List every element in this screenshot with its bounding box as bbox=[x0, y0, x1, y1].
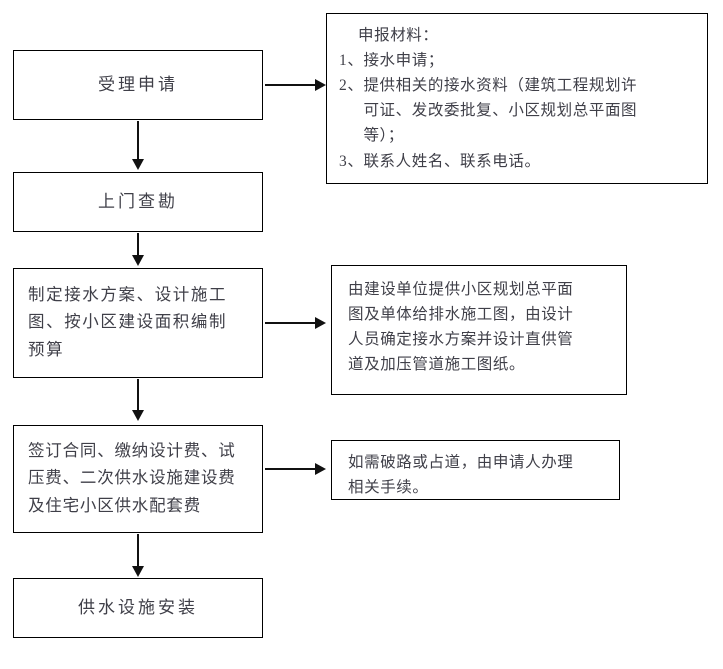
note-title: 申报材料： bbox=[358, 27, 439, 44]
note-item-line: 等）； bbox=[363, 127, 405, 145]
note-item-line: 联系人姓名、联系电话。 bbox=[363, 152, 541, 170]
arrow-head-icon bbox=[315, 316, 326, 329]
arrow-head-icon bbox=[131, 255, 144, 266]
flow-node-site-survey[interactable]: 上门查勘 bbox=[13, 172, 263, 232]
note-line: 人员确定接水方案并设计直供管 bbox=[348, 331, 574, 349]
flow-node-label-line: 签订合同、缴纳设计费、试 bbox=[28, 441, 236, 460]
flow-node-sign-contract-and-fees[interactable]: 签订合同、缴纳设计费、试 压费、二次供水设施建设费 及住宅小区供水配套费 bbox=[13, 425, 263, 533]
note-list-item: 3、 联系人姓名、联系电话。 bbox=[339, 149, 697, 174]
note-list-item: 2、 提供相关的接水资料（建筑工程规划许 可证、发改委批复、小区规划总平面图 等… bbox=[339, 73, 697, 148]
flow-node-label: 受理申请 bbox=[98, 75, 178, 95]
arrow-shaft bbox=[137, 121, 139, 161]
note-item-number: 3、 bbox=[339, 152, 364, 170]
arrow-shaft bbox=[137, 233, 139, 257]
arrow-head-icon bbox=[131, 410, 144, 421]
flow-node-label-line: 预算 bbox=[28, 339, 65, 359]
note-line: 由建设单位提供小区规划总平面 bbox=[348, 281, 574, 298]
note-line: 相关手续。 bbox=[348, 479, 429, 497]
note-item-number: 1、 bbox=[339, 52, 364, 70]
note-item-line: 提供相关的接水资料（建筑工程规划许 bbox=[363, 77, 638, 95]
arrow-shaft bbox=[137, 534, 139, 568]
flow-node-label-line: 图、按小区建设面积编制 bbox=[28, 312, 228, 332]
note-line: 图及单体给排水施工图，由设计 bbox=[348, 306, 574, 324]
note-design-requirements: 由建设单位提供小区规划总平面 图及单体给排水施工图，由设计 人员确定接水方案并设… bbox=[331, 265, 627, 395]
arrow-head-icon bbox=[315, 78, 326, 91]
note-item-line: 可证、发改委批复、小区规划总平面图 bbox=[363, 102, 638, 120]
note-application-materials: 申报材料： 1、 接水申请； 2、 提供相关的接水资料（建筑工程规划许 可证、发… bbox=[326, 13, 708, 184]
note-list-item: 1、 接水申请； bbox=[339, 48, 697, 73]
arrow-shaft bbox=[265, 468, 319, 470]
note-item-number: 2、 bbox=[339, 77, 364, 95]
flow-node-label: 上门查勘 bbox=[98, 192, 178, 212]
arrow-shaft bbox=[265, 322, 319, 324]
flow-node-label-line: 及住宅小区供水配套费 bbox=[28, 495, 201, 515]
note-line: 道及加压管道施工图纸。 bbox=[348, 356, 526, 374]
flow-node-accept-application[interactable]: 受理申请 bbox=[13, 50, 263, 120]
arrow-shaft bbox=[137, 379, 139, 411]
arrow-head-icon bbox=[131, 566, 144, 577]
flow-node-label-line: 制定接水方案、设计施工 bbox=[28, 285, 228, 304]
note-line: 如需破路或占道，由申请人办理 bbox=[348, 454, 574, 471]
arrow-head-icon bbox=[315, 462, 326, 475]
note-road-permit: 如需破路或占道，由申请人办理 相关手续。 bbox=[331, 440, 620, 500]
flow-node-label: 供水设施安装 bbox=[78, 598, 198, 618]
flow-node-label-line: 压费、二次供水设施建设费 bbox=[28, 468, 236, 488]
arrow-head-icon bbox=[131, 159, 144, 170]
flow-node-install-water-facility[interactable]: 供水设施安装 bbox=[13, 578, 263, 638]
flow-node-design-plan[interactable]: 制定接水方案、设计施工 图、按小区建设面积编制 预算 bbox=[13, 268, 263, 378]
arrow-shaft bbox=[265, 84, 319, 86]
note-item-line: 接水申请； bbox=[363, 52, 444, 70]
